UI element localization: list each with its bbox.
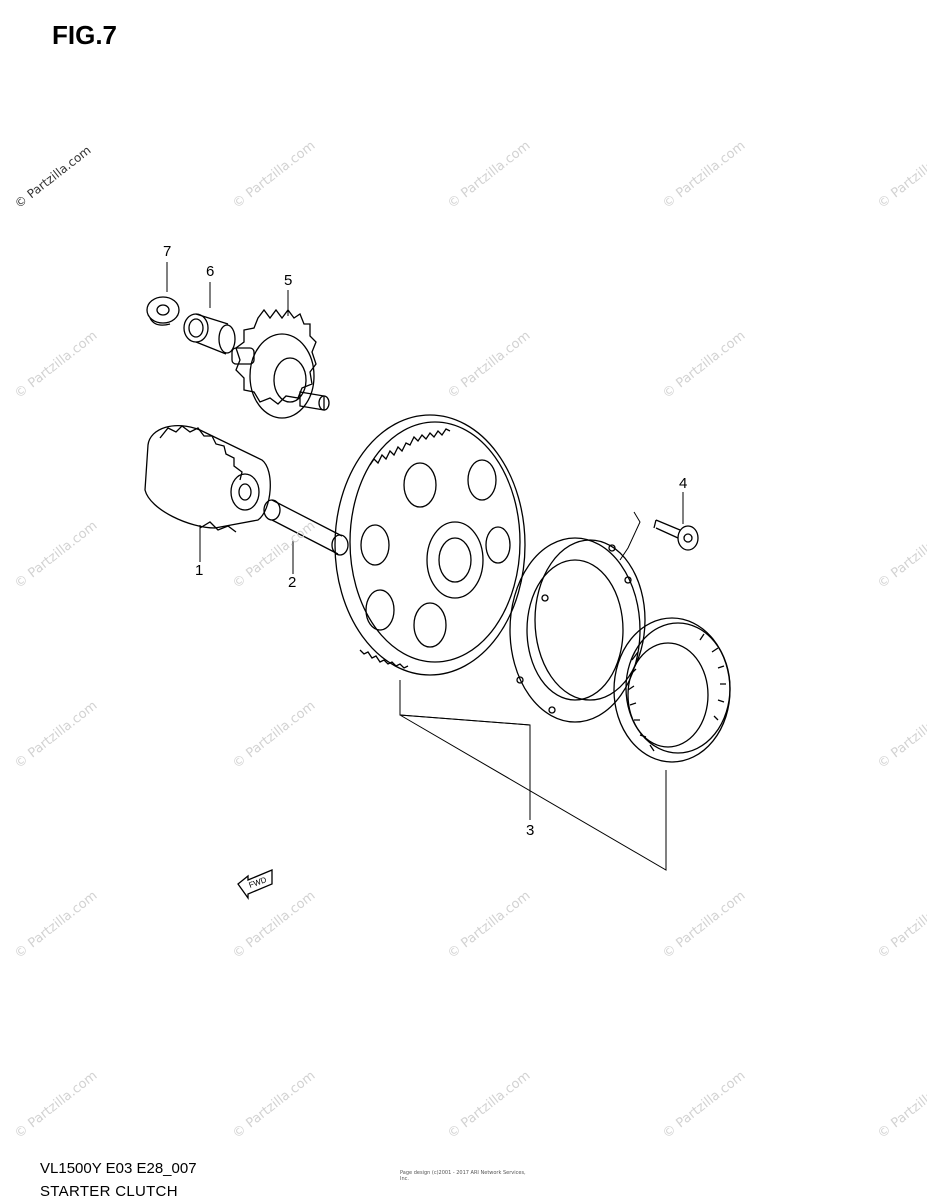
one-way-clutch[interactable] (613, 617, 731, 763)
bushing-part-6[interactable] (183, 313, 236, 355)
idle-gear-part-5[interactable] (231, 308, 330, 419)
callout-6[interactable]: 6 (206, 263, 215, 280)
gear-shaft-part-1[interactable] (144, 425, 271, 533)
callout-5[interactable]: 5 (284, 272, 293, 289)
bolt-part-4[interactable] (653, 519, 699, 551)
figure-title: FIG.7 (52, 20, 118, 50)
callout-2[interactable]: 2 (288, 574, 297, 591)
callout-4[interactable]: 4 (679, 475, 688, 492)
callout-3[interactable]: 3 (526, 822, 535, 839)
forward-direction-arrow (237, 869, 273, 901)
leader-lines (166, 262, 684, 871)
model-code: VL1500Y E03 E28_007 (40, 1160, 197, 1177)
copyright-notice: Page design (c)2001 - 2017 ARI Network S… (400, 1170, 526, 1182)
starter-driven-gear[interactable] (334, 414, 526, 676)
shaft-pin-part-2[interactable] (263, 499, 349, 556)
callout-7[interactable]: 7 (163, 243, 172, 260)
callout-1[interactable]: 1 (195, 562, 204, 579)
clutch-housing[interactable] (509, 537, 646, 723)
diagram-name: STARTER CLUTCH (40, 1183, 178, 1200)
washer-part-7[interactable] (146, 296, 180, 326)
